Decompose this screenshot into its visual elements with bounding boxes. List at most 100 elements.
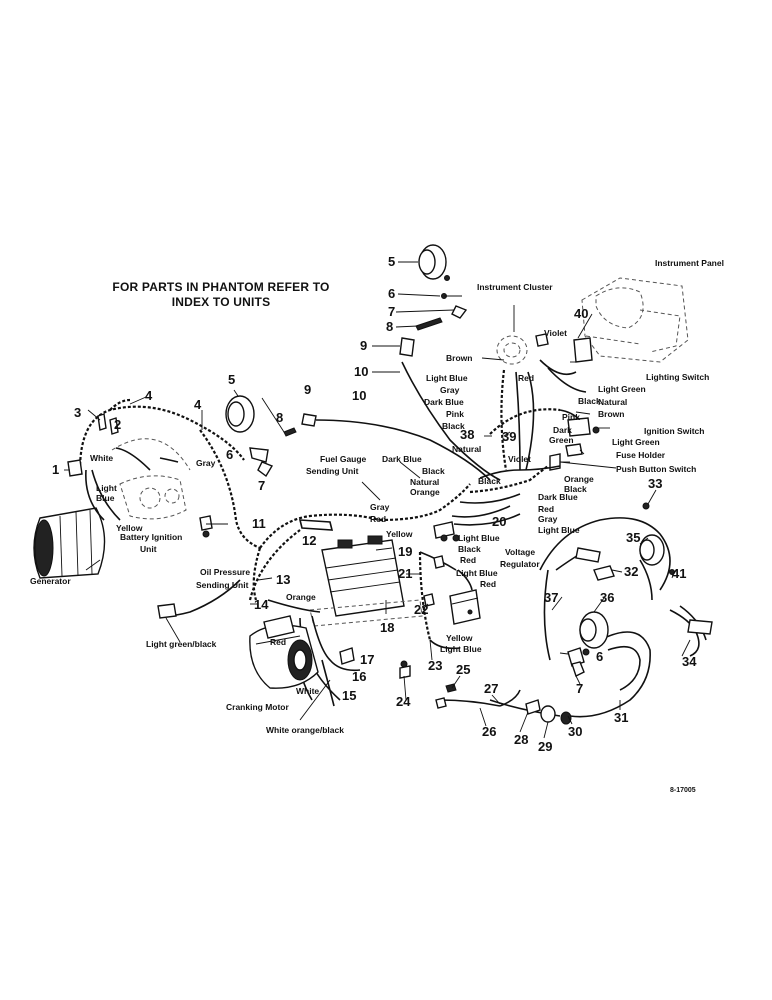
callout-10b: 10 xyxy=(352,388,366,403)
callout-32: 32 xyxy=(624,564,638,579)
instrument-cluster-harness xyxy=(451,305,600,526)
label-fuel-gauge-2: Sending Unit xyxy=(306,466,359,476)
wire-dark-green-2: Green xyxy=(549,435,574,445)
callout-10: 10 xyxy=(354,364,368,379)
left-harness-parts xyxy=(199,395,491,538)
callout-37: 37 xyxy=(544,590,558,605)
label-cranking-motor: Cranking Motor xyxy=(226,702,289,712)
wire-red-top: Red xyxy=(518,373,534,383)
callout-6: 6 xyxy=(388,286,395,301)
callout-27: 27 xyxy=(484,681,498,696)
wire-light-green-black: Light green/black xyxy=(146,639,217,649)
wire-gray-fg: Gray xyxy=(370,502,390,512)
callout-6c: 6 xyxy=(596,649,603,664)
wire-red-b2: Red xyxy=(480,579,496,589)
label-oil-pressure: Oil Pressure xyxy=(200,567,250,577)
label-voltage-regulator: Voltage xyxy=(505,547,535,557)
label-fuse-holder: Fuse Holder xyxy=(616,450,666,460)
callout-numbers: 1 2 3 4 4 5 5 6 6 7 7 8 8 9 9 10 10 11 1… xyxy=(52,254,697,754)
wire-gray-top: Gray xyxy=(440,385,460,395)
wire-yellow-fg: Yellow xyxy=(386,529,413,539)
callout-7b: 7 xyxy=(258,478,265,493)
callout-34: 34 xyxy=(682,654,697,669)
callout-11: 11 xyxy=(252,516,266,531)
label-instrument-cluster: Instrument Cluster xyxy=(477,282,553,292)
label-battery-ignition: Battery Ignition xyxy=(120,532,182,542)
instrument-panel-phantom xyxy=(581,277,689,363)
wire-natural-mid: Natural xyxy=(452,444,481,454)
heading-line-1: FOR PARTS IN PHANTOM REFER TO xyxy=(112,280,330,294)
callout-23: 23 xyxy=(428,658,442,673)
wire-dark-blue-top: Dark Blue xyxy=(424,397,464,407)
callout-4b: 4 xyxy=(194,397,202,412)
wire-natural-r: Natural xyxy=(598,397,627,407)
wire-black-b1: Black xyxy=(458,544,481,554)
wire-red-fg: Red xyxy=(370,514,386,524)
wire-light-blue-b1: Light Blue xyxy=(458,533,500,543)
callout-2: 2 xyxy=(114,417,121,432)
wire-dark-blue-fg: Dark Blue xyxy=(382,454,422,464)
wire-gray-l: Gray xyxy=(196,458,216,468)
label-instrument-panel: Instrument Panel xyxy=(655,258,724,268)
wire-light-blue-l-2: Blue xyxy=(96,493,115,503)
wire-natural-fg: Natural xyxy=(410,477,439,487)
wire-black-c: Black xyxy=(478,476,501,486)
label-push-button-switch: Push Button Switch xyxy=(616,464,696,474)
callout-29: 29 xyxy=(538,739,552,754)
callout-41: 41 xyxy=(672,566,686,581)
wire-light-green-r: Light Green xyxy=(598,384,646,394)
label-fuel-gauge: Fuel Gauge xyxy=(320,454,367,464)
wire-yellow-vr: Yellow xyxy=(446,633,473,643)
callout-16: 16 xyxy=(352,669,366,684)
callout-15: 15 xyxy=(342,688,356,703)
wire-red-b: Red xyxy=(270,637,286,647)
label-ignition-switch: Ignition Switch xyxy=(644,426,704,436)
callout-39: 39 xyxy=(502,429,516,444)
wire-orange-mid: Orange xyxy=(564,474,594,484)
wire-light-blue-b2: Light Blue xyxy=(456,568,498,578)
callout-17: 17 xyxy=(360,652,374,667)
callout-14: 14 xyxy=(254,597,269,612)
leader-lines xyxy=(64,261,691,739)
wire-brown-r: Brown xyxy=(598,409,624,419)
battery-ignition-unit xyxy=(111,438,191,520)
callout-5b: 5 xyxy=(228,372,235,387)
wire-light-blue-vr: Light Blue xyxy=(440,644,482,654)
wire-violet-top: Violet xyxy=(544,328,567,338)
callout-9b: 9 xyxy=(304,382,311,397)
left-harness xyxy=(67,398,261,550)
wire-light-blue-c: Light Blue xyxy=(538,525,580,535)
instrument-cluster-parts xyxy=(399,244,501,481)
wire-gray-c: Gray xyxy=(538,514,558,524)
center-harness xyxy=(248,483,481,650)
wire-violet-mid: Violet xyxy=(508,454,531,464)
callout-35: 35 xyxy=(626,530,640,545)
wire-brown-top: Brown xyxy=(446,353,472,363)
callout-7: 7 xyxy=(388,304,395,319)
callout-24: 24 xyxy=(396,694,411,709)
callout-12: 12 xyxy=(302,533,316,548)
generator-assembly xyxy=(33,507,106,579)
label-generator: Generator xyxy=(30,576,71,586)
wire-black-mid: Black xyxy=(564,484,587,494)
phantom-parts-heading: FOR PARTS IN PHANTOM REFER TO INDEX TO U… xyxy=(96,280,346,310)
wire-pink-top: Pink xyxy=(446,409,464,419)
label-battery-ignition-2: Unit xyxy=(140,544,157,554)
wire-light-blue-top: Light Blue xyxy=(426,373,468,383)
wire-orange-b: Orange xyxy=(286,592,316,602)
callout-4: 4 xyxy=(145,388,153,403)
wire-black-fg: Black xyxy=(422,466,445,476)
callout-38: 38 xyxy=(460,427,474,442)
callout-31: 31 xyxy=(614,710,628,725)
callout-13: 13 xyxy=(276,572,290,587)
wire-white-b: White xyxy=(296,686,319,696)
callout-8: 8 xyxy=(386,319,393,334)
heading-line-2: INDEX TO UNITS xyxy=(171,295,271,309)
callout-36: 36 xyxy=(600,590,614,605)
callout-40: 40 xyxy=(574,306,588,321)
wire-yellow-l: Yellow xyxy=(116,523,143,533)
wire-light-blue-l: Light xyxy=(96,483,117,493)
wire-black-top: Black xyxy=(442,421,465,431)
drawing-code: 8-17005 xyxy=(670,787,696,794)
